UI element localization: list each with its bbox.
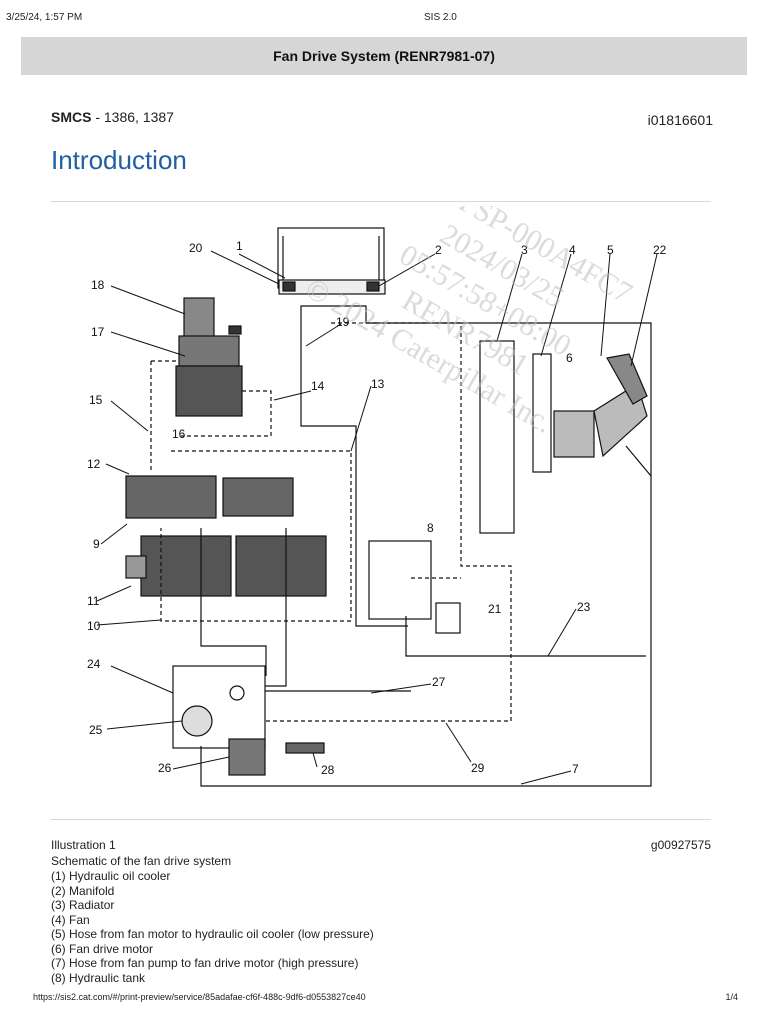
- callout-2: 2: [435, 243, 442, 257]
- callout-11: 11: [87, 594, 100, 608]
- legend-item: (2) Manifold: [51, 883, 115, 898]
- callout-10: 10: [87, 619, 101, 633]
- callout-25: 25: [89, 723, 103, 737]
- callout-1: 1: [236, 239, 243, 253]
- legend-item: (8) Hydraulic tank: [51, 970, 146, 985]
- callout-26: 26: [158, 761, 172, 775]
- callout-19: 19: [336, 315, 350, 329]
- callout-23: 23: [577, 600, 591, 614]
- callout-9: 9: [93, 537, 100, 551]
- callout-3: 3: [521, 243, 528, 257]
- callout-20: 20: [189, 241, 203, 255]
- print-app-name: SIS 2.0: [424, 12, 457, 23]
- legend-item: (3) Radiator: [51, 898, 115, 912]
- callout-4: 4: [569, 243, 576, 257]
- divider: [51, 819, 711, 820]
- legend-item: (7) Hose from fan pump to fan drive moto…: [51, 956, 359, 970]
- section-title: Introduction: [51, 145, 187, 175]
- legend-item: (1) Hydraulic oil cooler: [51, 869, 171, 883]
- callout-13: 13: [371, 377, 385, 391]
- illustration-ref: g00927575: [650, 838, 711, 852]
- callout-22: 22: [653, 243, 667, 257]
- schematic-illustration: 1 2 3 4 5 6 7 8 9 10 11 12 13 14 15 16 1…: [51, 206, 711, 816]
- legend-item: (6) Fan drive motor: [51, 941, 154, 956]
- illustration-description: Schematic of the fan drive system: [51, 854, 232, 868]
- page-url: https://sis2.cat.com/#/print-preview/ser…: [33, 992, 366, 1002]
- callout-12: 12: [87, 457, 101, 471]
- document-title-bar: Fan Drive System (RENR7981-07): [21, 37, 747, 75]
- document-title: Fan Drive System (RENR7981-07): [273, 48, 495, 64]
- illustration-number: Illustration 1: [51, 838, 116, 852]
- legend-item: (5) Hose from fan motor to hydraulic oil…: [51, 927, 374, 941]
- legend-list: (1) Hydraulic oil cooler (2) Manifold (3…: [51, 869, 374, 985]
- print-datetime: 3/25/24, 1:57 PM: [6, 12, 83, 23]
- callout-7: 7: [572, 762, 579, 776]
- callout-6: 6: [566, 351, 573, 365]
- callout-28: 28: [321, 763, 335, 777]
- callout-21: 21: [488, 602, 502, 616]
- callout-14: 14: [311, 379, 325, 393]
- document-id: i01816601: [647, 112, 713, 128]
- callout-27: 27: [432, 675, 446, 689]
- print-header: 3/25/24, 1:57 PM SIS 2.0: [0, 0, 768, 36]
- callout-29: 29: [471, 761, 485, 775]
- divider: [51, 201, 711, 202]
- smcs-codes: - 1386, 1387: [91, 109, 174, 125]
- callout-18: 18: [91, 278, 105, 292]
- page-number: 1/4: [725, 992, 738, 1002]
- legend-item: (4) Fan: [51, 912, 90, 927]
- callout-15: 15: [89, 393, 103, 407]
- smcs-line: SMCS - 1386, 1387: [51, 109, 174, 125]
- callout-16: 16: [172, 427, 186, 441]
- callout-17: 17: [91, 325, 105, 339]
- smcs-label: SMCS: [51, 109, 92, 125]
- callout-5: 5: [607, 243, 614, 257]
- callout-24: 24: [87, 657, 101, 671]
- callout-8: 8: [427, 521, 434, 535]
